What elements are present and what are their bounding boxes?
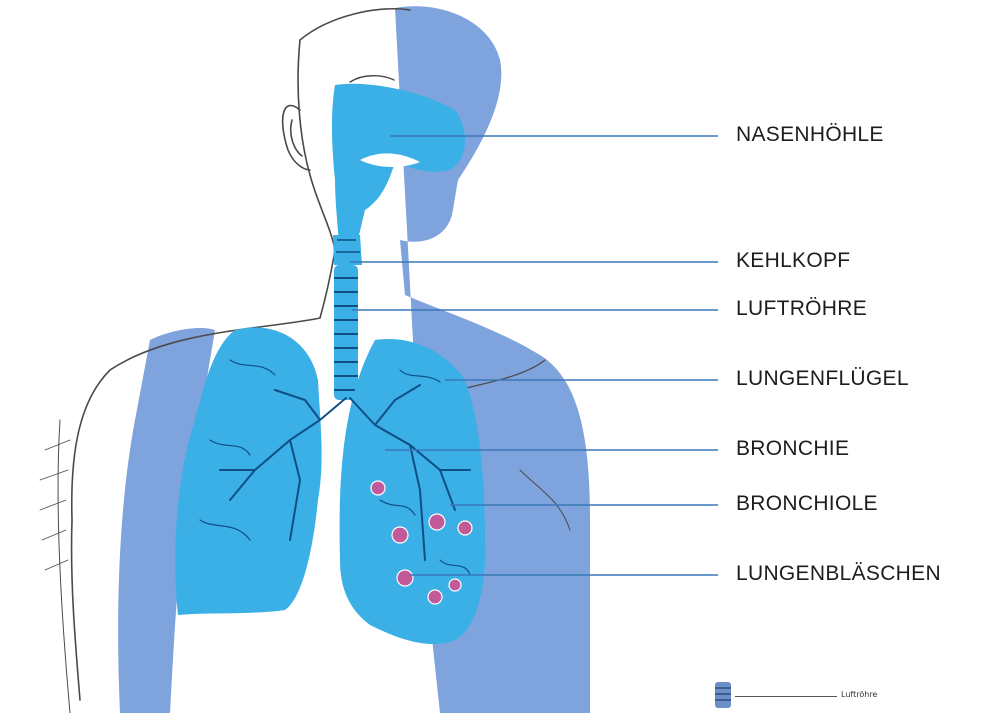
label-kehlkopf: KEHLKOPF [736,249,850,273]
label-nasenhoehle: NASENHÖHLE [736,123,884,147]
label-bronchie: BRONCHIE [736,437,849,461]
trachea-thumbnail-label: Luftröhre [841,690,877,699]
trachea-thumbnail-icon [713,680,733,710]
label-luftroehre: LUFTRÖHRE [736,297,867,321]
label-lungenfluegel: LUNGENFLÜGEL [736,367,909,391]
trachea-thumbnail: Luftröhre [713,680,933,710]
label-bronchiole: BRONCHIOLE [736,492,878,516]
label-lungenblaeschen: LUNGENBLÄSCHEN [736,562,941,586]
trachea-thumbnail-line [735,696,837,697]
